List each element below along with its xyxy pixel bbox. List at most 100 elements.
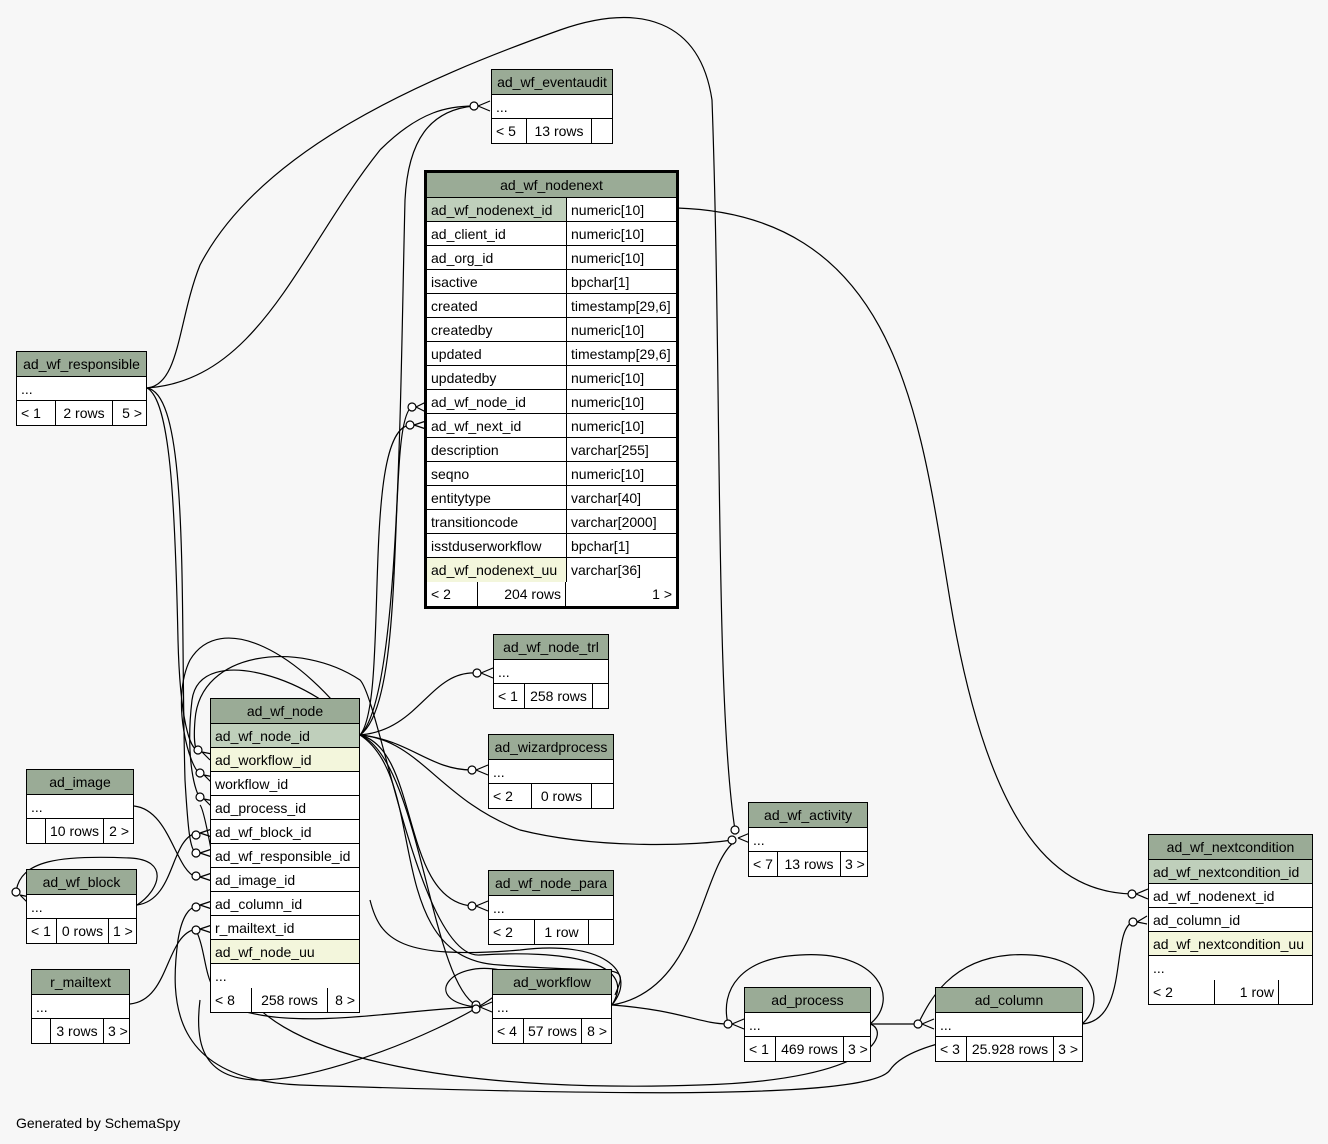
parents-count[interactable]: [32, 1019, 50, 1043]
children-count[interactable]: [591, 784, 613, 808]
parents-count[interactable]: < 1: [749, 1041, 769, 1057]
parents-count[interactable]: < 2: [1153, 984, 1173, 1000]
parents-count[interactable]: < 3: [940, 1041, 960, 1057]
parents-count[interactable]: < 1: [498, 688, 518, 704]
parents-count[interactable]: < 8: [215, 992, 235, 1008]
children-count[interactable]: [588, 920, 613, 944]
column-row[interactable]: ...: [1149, 956, 1312, 980]
table-ad-wizardprocess[interactable]: ad_wizardprocess ... < 2 0 rows: [488, 734, 614, 809]
table-title[interactable]: ad_image: [27, 770, 133, 795]
table-ad-workflow[interactable]: ad_workflow ... < 4 57 rows 8 >: [492, 969, 612, 1044]
children-count[interactable]: 3 >: [843, 1037, 870, 1061]
parents-count[interactable]: < 2: [493, 788, 513, 804]
table-ad-wf-node-para[interactable]: ad_wf_node_para ... < 2 1 row: [488, 870, 614, 945]
column-row[interactable]: ad_wf_responsible_id: [211, 844, 359, 868]
parents-count[interactable]: < 7: [753, 856, 773, 872]
table-ad-wf-eventaudit[interactable]: ad_wf_eventaudit ... < 5 13 rows: [491, 69, 613, 144]
children-count[interactable]: 3 >: [103, 1019, 129, 1043]
table-title[interactable]: ad_wf_nodenext: [427, 173, 676, 198]
parents-count[interactable]: < 1: [31, 923, 51, 939]
children-count[interactable]: 3 >: [1053, 1037, 1082, 1061]
column-row[interactable]: ad_column_id: [1149, 908, 1312, 932]
column-row[interactable]: ad_image_id: [211, 868, 359, 892]
children-count[interactable]: 1 >: [565, 582, 676, 606]
table-title[interactable]: ad_wf_responsible: [17, 352, 146, 377]
table-ad-process[interactable]: ad_process ... < 1 469 rows 3 >: [744, 987, 871, 1062]
table-ad-wf-responsible[interactable]: ad_wf_responsible ... < 1 2 rows 5 >: [16, 351, 147, 426]
children-count[interactable]: 8 >: [327, 988, 359, 1012]
table-title[interactable]: ad_workflow: [493, 970, 611, 995]
table-r-mailtext[interactable]: r_mailtext ... 3 rows 3 >: [31, 969, 130, 1044]
table-title[interactable]: ad_column: [936, 988, 1082, 1013]
children-count[interactable]: 1 >: [108, 919, 136, 943]
table-ad-wf-activity[interactable]: ad_wf_activity ... < 7 13 rows 3 >: [748, 802, 868, 877]
children-count[interactable]: [1278, 980, 1312, 1004]
column-name: ad_wf_nextcondition_id: [1149, 860, 1312, 883]
children-count[interactable]: 5 >: [112, 401, 146, 425]
edge-nodenext-nextcondition: [676, 207, 1133, 895]
column-row[interactable]: ad_wf_node_id: [211, 724, 359, 748]
parents-count[interactable]: < 2: [493, 924, 513, 940]
table-title[interactable]: ad_wizardprocess: [489, 735, 613, 760]
table-ad-column[interactable]: ad_column ... < 3 25.928 rows 3 >: [935, 987, 1083, 1062]
table-title[interactable]: ad_wf_eventaudit: [492, 70, 612, 95]
column-row[interactable]: ad_wf_node_uu: [211, 940, 359, 964]
column-row[interactable]: ad_wf_nodenext_id: [1149, 884, 1312, 908]
column-row[interactable]: ad_process_id: [211, 796, 359, 820]
table-title[interactable]: ad_wf_nextcondition: [1149, 835, 1312, 860]
children-count[interactable]: 3 >: [840, 852, 867, 876]
crowfoot-icon: [479, 1001, 493, 1013]
edge-end-circle: [11, 887, 21, 897]
children-count[interactable]: [591, 119, 612, 143]
column-row[interactable]: ad_column_id: [211, 892, 359, 916]
column-row[interactable]: ad_wf_block_id: [211, 820, 359, 844]
table-ad-wf-block[interactable]: ad_wf_block ... < 1 0 rows 1 >: [26, 869, 137, 944]
column-row[interactable]: ad_wf_nextcondition_id: [1149, 860, 1312, 884]
column-type: numeric[10]: [566, 198, 676, 221]
table-row: ...: [753, 832, 765, 848]
parents-count[interactable]: < 4: [497, 1023, 517, 1039]
column-row[interactable]: ad_workflow_id: [211, 748, 359, 772]
table-ad-image[interactable]: ad_image ... 10 rows 2 >: [26, 769, 134, 844]
children-count[interactable]: [592, 684, 608, 708]
children-count[interactable]: 8 >: [581, 1019, 611, 1043]
table-title[interactable]: r_mailtext: [32, 970, 129, 995]
parents-count[interactable]: < 5: [496, 123, 516, 139]
table-title[interactable]: ad_wf_activity: [749, 803, 867, 828]
table-ad-wf-node-trl[interactable]: ad_wf_node_trl ... < 1 258 rows: [493, 634, 609, 709]
table-title[interactable]: ad_process: [745, 988, 870, 1013]
column-name: ad_process_id: [215, 800, 307, 816]
children-count[interactable]: 2 >: [103, 819, 133, 843]
table-title[interactable]: ad_wf_node_trl: [494, 635, 608, 660]
table-title[interactable]: ad_wf_node_para: [489, 871, 613, 896]
column-row[interactable]: r_mailtext_id: [211, 916, 359, 940]
parents-count[interactable]: < 2: [431, 586, 451, 602]
column-row[interactable]: workflow_id: [211, 772, 359, 796]
parents-count[interactable]: < 1: [21, 405, 41, 421]
table-title[interactable]: ad_wf_block: [27, 870, 136, 895]
column-row[interactable]: ...: [211, 964, 359, 988]
edge-node-eventaudit: [359, 105, 475, 736]
column-row[interactable]: ad_wf_nextcondition_uu: [1149, 932, 1312, 956]
table-ad-wf-nextcondition[interactable]: ad_wf_nextcondition ad_wf_nextcondition_…: [1148, 834, 1313, 1005]
parents-count[interactable]: [27, 819, 45, 843]
table-title[interactable]: ad_wf_node: [211, 699, 359, 724]
